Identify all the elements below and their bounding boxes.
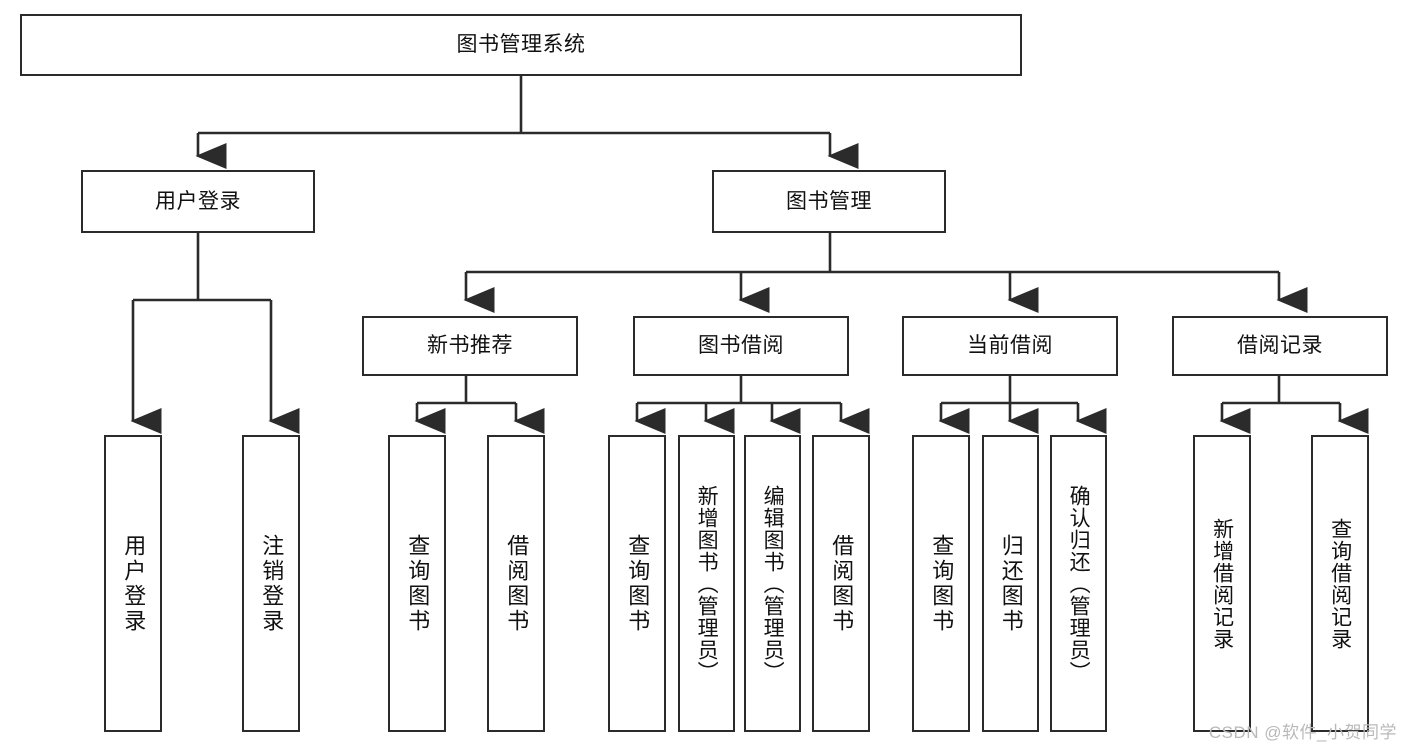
node-label: 图书管理系统 bbox=[456, 33, 586, 57]
node-current-borrow[interactable]: 当前借阅 bbox=[902, 316, 1118, 376]
node-label: 用户登录 bbox=[155, 189, 241, 213]
node-label: 借阅图书 bbox=[504, 533, 530, 634]
node-user-login[interactable]: 用户登录 bbox=[81, 170, 315, 233]
node-label: 编辑图书（管理员） bbox=[761, 484, 785, 683]
node-label: 确认归还（管理员） bbox=[1067, 484, 1091, 683]
node-label: 注销登录 bbox=[259, 533, 285, 634]
node-label: 用户登录 bbox=[121, 533, 147, 634]
leaf-query-book-2[interactable]: 查询图书 bbox=[608, 435, 666, 732]
node-label: 查询借阅记录 bbox=[1328, 517, 1352, 650]
leaf-return-book[interactable]: 归还图书 bbox=[982, 435, 1039, 732]
node-label: 图书借阅 bbox=[698, 334, 784, 358]
node-new-book-recommend[interactable]: 新书推荐 bbox=[362, 316, 578, 376]
node-label: 查询图书 bbox=[625, 533, 651, 634]
leaf-confirm-return-admin[interactable]: 确认归还（管理员） bbox=[1050, 435, 1107, 732]
leaf-borrow-book-1[interactable]: 借阅图书 bbox=[487, 435, 545, 732]
node-label: 借阅图书 bbox=[829, 533, 855, 634]
leaf-query-book-3[interactable]: 查询图书 bbox=[912, 435, 970, 732]
node-label: 归还图书 bbox=[998, 533, 1024, 634]
leaf-user-login[interactable]: 用户登录 bbox=[104, 435, 162, 732]
node-label: 查询图书 bbox=[929, 533, 955, 634]
node-book-management[interactable]: 图书管理 bbox=[712, 170, 946, 233]
node-label: 查询图书 bbox=[405, 533, 431, 634]
node-label: 新增图书（管理员） bbox=[695, 484, 719, 683]
leaf-query-book-1[interactable]: 查询图书 bbox=[388, 435, 446, 732]
leaf-add-borrow-record[interactable]: 新增借阅记录 bbox=[1193, 435, 1251, 732]
node-borrow-record[interactable]: 借阅记录 bbox=[1172, 316, 1388, 376]
leaf-add-book-admin[interactable]: 新增图书（管理员） bbox=[678, 435, 735, 732]
leaf-logout[interactable]: 注销登录 bbox=[242, 435, 300, 732]
node-label: 新增借阅记录 bbox=[1210, 517, 1234, 650]
leaf-query-borrow-record[interactable]: 查询借阅记录 bbox=[1311, 435, 1369, 732]
node-book-borrow[interactable]: 图书借阅 bbox=[633, 316, 849, 376]
node-root-system[interactable]: 图书管理系统 bbox=[20, 14, 1022, 76]
node-label: 借阅记录 bbox=[1237, 334, 1323, 358]
node-label: 图书管理 bbox=[786, 189, 872, 213]
node-label: 当前借阅 bbox=[967, 334, 1053, 358]
node-label: 新书推荐 bbox=[427, 334, 513, 358]
leaf-edit-book-admin[interactable]: 编辑图书（管理员） bbox=[744, 435, 801, 732]
csdn-watermark: CSDN @软件_小贺同学 bbox=[1208, 723, 1397, 742]
leaf-borrow-book-2[interactable]: 借阅图书 bbox=[812, 435, 870, 732]
